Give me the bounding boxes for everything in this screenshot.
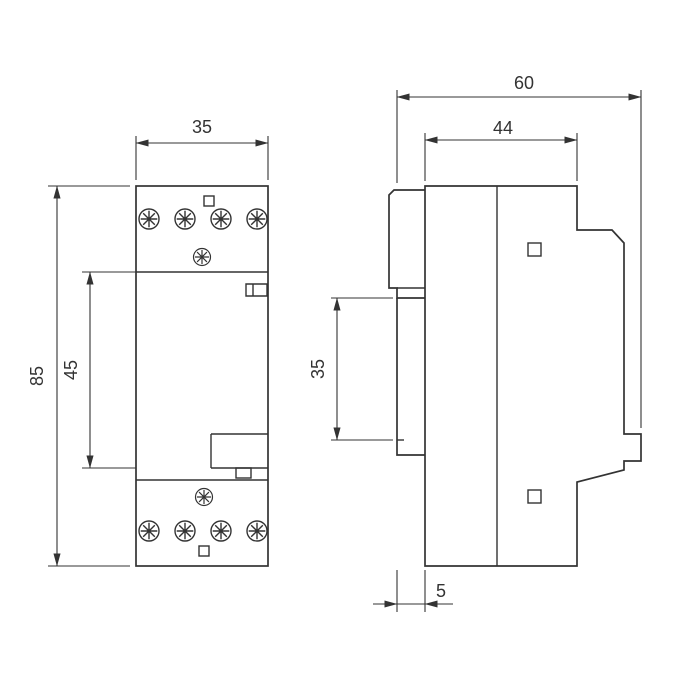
dim-side-body-depth: 44 bbox=[424, 118, 578, 181]
dim-side-rail-offset: 5 bbox=[373, 570, 453, 612]
dim-front-inner-height: 45 bbox=[61, 271, 136, 469]
side-rail-recess bbox=[396, 298, 425, 456]
dimension-label: 35 bbox=[308, 359, 328, 379]
dim-side-total-depth: 60 bbox=[396, 73, 642, 428]
front-top-slot bbox=[203, 195, 215, 207]
aux-screw bbox=[192, 247, 212, 267]
front-view bbox=[135, 185, 269, 567]
aux-screw bbox=[194, 487, 214, 507]
side-body-outline bbox=[424, 185, 642, 567]
terminal-screw bbox=[246, 208, 268, 230]
dim-side-rail-height: 35 bbox=[308, 297, 393, 441]
side-din-clip bbox=[388, 189, 425, 299]
front-latch-detail bbox=[245, 283, 268, 297]
dimension-label: 5 bbox=[436, 581, 446, 601]
terminal-screw bbox=[210, 520, 232, 542]
dimension-label: 60 bbox=[514, 73, 534, 93]
terminal-screw bbox=[246, 520, 268, 542]
side-marker-top bbox=[527, 242, 542, 257]
front-body-outline bbox=[135, 185, 269, 567]
dim-front-height: 85 bbox=[27, 185, 130, 567]
dim-front-width: 35 bbox=[135, 117, 269, 180]
side-marker-bottom bbox=[527, 489, 542, 504]
terminal-screw bbox=[210, 208, 232, 230]
front-switch-tab bbox=[235, 467, 252, 479]
terminal-screw bbox=[174, 520, 196, 542]
terminal-screw bbox=[174, 208, 196, 230]
dimension-label: 44 bbox=[493, 118, 513, 138]
side-view bbox=[388, 185, 642, 567]
dimension-label: 85 bbox=[27, 366, 47, 386]
terminal-screw bbox=[138, 208, 160, 230]
dimension-label: 45 bbox=[61, 360, 81, 380]
dimension-label: 35 bbox=[192, 117, 212, 137]
front-switch-area bbox=[210, 433, 268, 469]
terminal-screw bbox=[138, 520, 160, 542]
front-bottom-slot bbox=[198, 545, 210, 557]
